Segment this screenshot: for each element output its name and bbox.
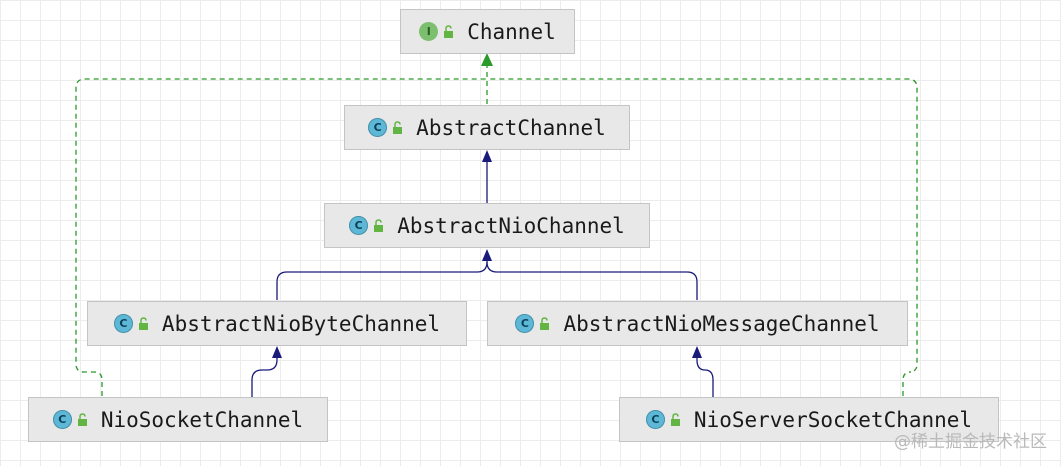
extends-arrowhead-abstract-nio-message-channel: [692, 346, 702, 358]
abstract-nio-channel-node[interactable]: C AbstractNioChannel: [324, 203, 650, 248]
class-icon: C: [645, 410, 665, 429]
nio-server-socket-channel-label: NioServerSocketChannel: [693, 407, 973, 432]
interface-icon: I: [419, 22, 439, 41]
abstract-nio-byte-channel-label: AbstractNioByteChannel: [161, 311, 441, 336]
class-icon: C: [368, 118, 388, 137]
abstract-nio-message-channel-node[interactable]: C AbstractNioMessageChannel: [487, 301, 908, 346]
unlocked-icon: [138, 317, 148, 330]
extends-arrowhead-abstract-nio-channel: [482, 249, 492, 261]
class-icon: C: [349, 216, 369, 235]
channel-node[interactable]: I Channel: [400, 9, 575, 54]
abstract-channel-label: AbstractChannel: [416, 115, 606, 140]
unlocked-icon: [374, 219, 384, 232]
abstract-nio-message-channel-label: AbstractNioMessageChannel: [563, 311, 880, 336]
class-icon: C: [113, 314, 133, 333]
extends-edge-abstract-nio-byte-channel: [276, 258, 488, 300]
unlocked-icon: [540, 317, 550, 330]
unlocked-icon: [670, 413, 680, 426]
implements-edge-nio-socket-channel: [75, 78, 487, 396]
extends-edge-abstract-nio-message-channel: [486, 261, 698, 300]
abstract-channel-node[interactable]: C AbstractChannel: [344, 105, 630, 150]
unlocked-icon: [444, 25, 454, 38]
extends-arrowhead-abstract-nio-byte-channel: [272, 346, 282, 358]
unlocked-icon: [393, 121, 403, 134]
extends-edge-nio-server-socket-channel: [696, 355, 714, 397]
class-icon: C: [515, 314, 535, 333]
nio-server-socket-channel-node[interactable]: C NioServerSocketChannel: [619, 397, 999, 442]
implements-edge-nio-server-socket-channel: [487, 78, 918, 396]
abstract-nio-channel-label: AbstractNioChannel: [397, 213, 625, 238]
channel-label: Channel: [467, 19, 556, 44]
extends-arrowhead-abstract-channel: [482, 150, 492, 162]
abstract-nio-byte-channel-node[interactable]: C AbstractNioByteChannel: [87, 301, 467, 346]
unlocked-icon: [77, 413, 87, 426]
nio-socket-channel-node[interactable]: C NioSocketChannel: [28, 397, 328, 442]
watermark: @稀土掘金技术社区: [894, 432, 1047, 452]
class-icon: C: [52, 410, 72, 429]
extends-edge-nio-socket-channel: [251, 355, 278, 397]
implements-arrowhead: [481, 53, 493, 66]
nio-socket-channel-label: NioSocketChannel: [100, 407, 304, 432]
